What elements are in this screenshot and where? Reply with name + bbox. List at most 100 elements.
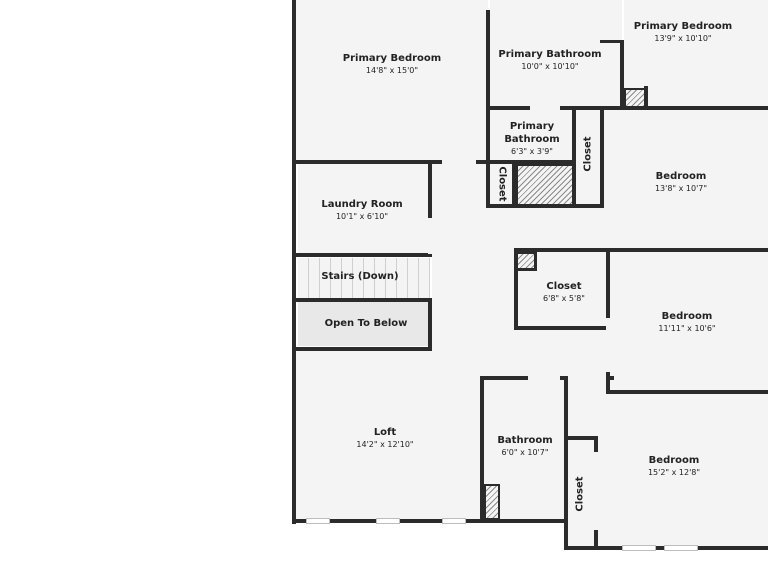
wall-pb-bottom bbox=[292, 160, 442, 164]
wall-closet-mid-bottom bbox=[514, 326, 610, 330]
wall-pb-bottom-b bbox=[476, 160, 490, 164]
wall-bedroom2-bottom bbox=[606, 390, 768, 394]
wall-closet-mid-left bbox=[514, 248, 518, 330]
room-primary-bathroom-small-floor bbox=[490, 110, 574, 162]
wall-bedroom2-left bbox=[606, 248, 610, 318]
wall-small-bath-right bbox=[572, 108, 576, 208]
room-bedroom-1-floor bbox=[602, 110, 768, 248]
wall-outer-bottom-left bbox=[292, 519, 566, 523]
door-opening-small-bath bbox=[530, 106, 560, 110]
room-closet-sw-floor bbox=[568, 440, 596, 546]
room-name: Loft bbox=[373, 427, 397, 438]
room-laundry-floor bbox=[298, 164, 430, 254]
door-opening-pb bbox=[442, 160, 476, 164]
door-opening-laundry bbox=[428, 218, 432, 254]
fixture-bathroom bbox=[484, 484, 500, 520]
room-dimensions: 10'0" x 10'10" bbox=[521, 62, 579, 71]
room-primary-bathroom-floor bbox=[490, 0, 622, 108]
room-primary-bedroom-ne-floor bbox=[624, 0, 768, 108]
door-opening-bedroom2 bbox=[606, 318, 610, 372]
wall-bedroom1-bottom bbox=[514, 248, 768, 252]
label-closet-b: Closet bbox=[496, 166, 508, 202]
wall-fixture-ne bbox=[644, 86, 648, 110]
room-name: Primary Bedroom bbox=[633, 21, 733, 32]
wall-closet-sw-right-b bbox=[594, 530, 598, 548]
wall-bath-top-a bbox=[480, 376, 528, 380]
wall-fixture-mid bbox=[534, 250, 537, 270]
room-name: Bedroom bbox=[655, 171, 707, 182]
door-opening-bed3 bbox=[568, 376, 606, 380]
wall-closet-a-right bbox=[600, 108, 604, 208]
room-loft-floor bbox=[296, 350, 482, 520]
label-open-to-below: Open To Below bbox=[325, 317, 408, 330]
wall-bath-right bbox=[564, 376, 568, 440]
label-primary-bathroom: Primary Bathroom 10'0" x 10'10" bbox=[498, 48, 601, 72]
wall-pbath-ne bbox=[620, 40, 624, 110]
room-name: Primary Bedroom bbox=[342, 53, 442, 64]
window-loft-3 bbox=[442, 518, 466, 524]
room-primary-bedroom-floor bbox=[296, 0, 488, 162]
stairs-treads bbox=[298, 258, 430, 298]
room-name: Bedroom bbox=[648, 455, 700, 466]
room-dimensions: 14'2" x 12'10" bbox=[356, 440, 414, 449]
label-primary-bedroom-ne: Primary Bedroom 13'9" x 10'10" bbox=[634, 20, 732, 44]
label-closet-a: Closet bbox=[582, 136, 594, 172]
room-dimensions: 11'11" x 10'6" bbox=[658, 324, 716, 333]
wall-north-h1 bbox=[486, 106, 768, 110]
window-loft-2 bbox=[376, 518, 400, 524]
wall-closet-sw-right bbox=[594, 436, 598, 452]
wall-closet-b-bottom bbox=[486, 204, 604, 208]
label-bedroom-2: Bedroom 11'11" x 10'6" bbox=[658, 310, 715, 334]
label-bedroom-1: Bedroom 13'8" x 10'7" bbox=[655, 170, 707, 194]
room-name: Stairs (Down) bbox=[321, 271, 399, 282]
room-dimensions: 6'8" x 5'8" bbox=[543, 294, 585, 303]
room-dimensions: 14'8" x 15'0" bbox=[365, 66, 419, 75]
wall-step-sw bbox=[564, 438, 568, 550]
wall-bath-left bbox=[480, 376, 484, 522]
wall-closet-b-left bbox=[486, 160, 490, 206]
room-dimensions: 6'3" x 3'9" bbox=[511, 147, 553, 156]
wall-small-bath-bottom bbox=[486, 160, 576, 164]
label-bedroom-3: Bedroom 15'2" x 12'8" bbox=[648, 454, 700, 478]
window-bedroom3-1 bbox=[622, 545, 656, 551]
wall-outer-left bbox=[292, 0, 296, 524]
wall-fixture-mid-b bbox=[516, 268, 537, 271]
room-name: Closet bbox=[546, 281, 582, 292]
room-name: Primary Bathroom bbox=[502, 120, 562, 146]
room-dimensions: 6'0" x 10'7" bbox=[501, 448, 549, 457]
room-bedroom-2-floor bbox=[610, 252, 768, 392]
wall-ne-step bbox=[600, 40, 624, 43]
wall-bedroom2-left-b bbox=[606, 372, 610, 394]
label-primary-bathroom-small: Primary Bathroom 6'3" x 3'9" bbox=[502, 120, 562, 157]
door-opening-closet-sw bbox=[594, 452, 598, 530]
wall-laundry-right bbox=[428, 162, 432, 218]
window-loft-1 bbox=[306, 518, 330, 524]
room-dimensions: 10'1" x 6'10" bbox=[335, 212, 389, 221]
room-name: Bedroom bbox=[661, 311, 713, 322]
room-name-text: Primary Bathroom bbox=[504, 121, 560, 145]
label-primary-bedroom: Primary Bedroom 14'8" x 15'0" bbox=[343, 52, 441, 76]
label-laundry: Laundry Room 10'1" x 6'10" bbox=[321, 198, 402, 222]
fixture-ne bbox=[624, 88, 646, 108]
shower-fixture bbox=[516, 164, 574, 206]
room-dimensions: 15'2" x 12'8" bbox=[647, 468, 701, 477]
open-to-below-area bbox=[298, 302, 430, 346]
wall-closet-sw-top bbox=[564, 436, 598, 440]
room-name: Bathroom bbox=[497, 435, 553, 446]
room-dimensions: 13'9" x 10'10" bbox=[654, 34, 712, 43]
room-name: Open To Below bbox=[324, 318, 408, 329]
wall-open-right bbox=[428, 298, 432, 350]
wall-closet-b-right bbox=[512, 160, 516, 206]
wall-open-bottom bbox=[292, 347, 432, 351]
room-name: Primary Bathroom bbox=[498, 49, 602, 60]
wall-stairs-bottom bbox=[292, 298, 432, 302]
wall-laundry-bottom bbox=[292, 253, 432, 257]
label-closet-sw: Closet bbox=[574, 476, 586, 512]
window-bedroom3-2 bbox=[664, 545, 698, 551]
label-closet-mid: Closet 6'8" x 5'8" bbox=[543, 280, 585, 304]
label-bathroom: Bathroom 6'0" x 10'7" bbox=[497, 434, 552, 458]
room-name: Laundry Room bbox=[321, 199, 403, 210]
room-bedroom-3-floor bbox=[568, 380, 768, 548]
door-opening-bath bbox=[528, 376, 560, 380]
